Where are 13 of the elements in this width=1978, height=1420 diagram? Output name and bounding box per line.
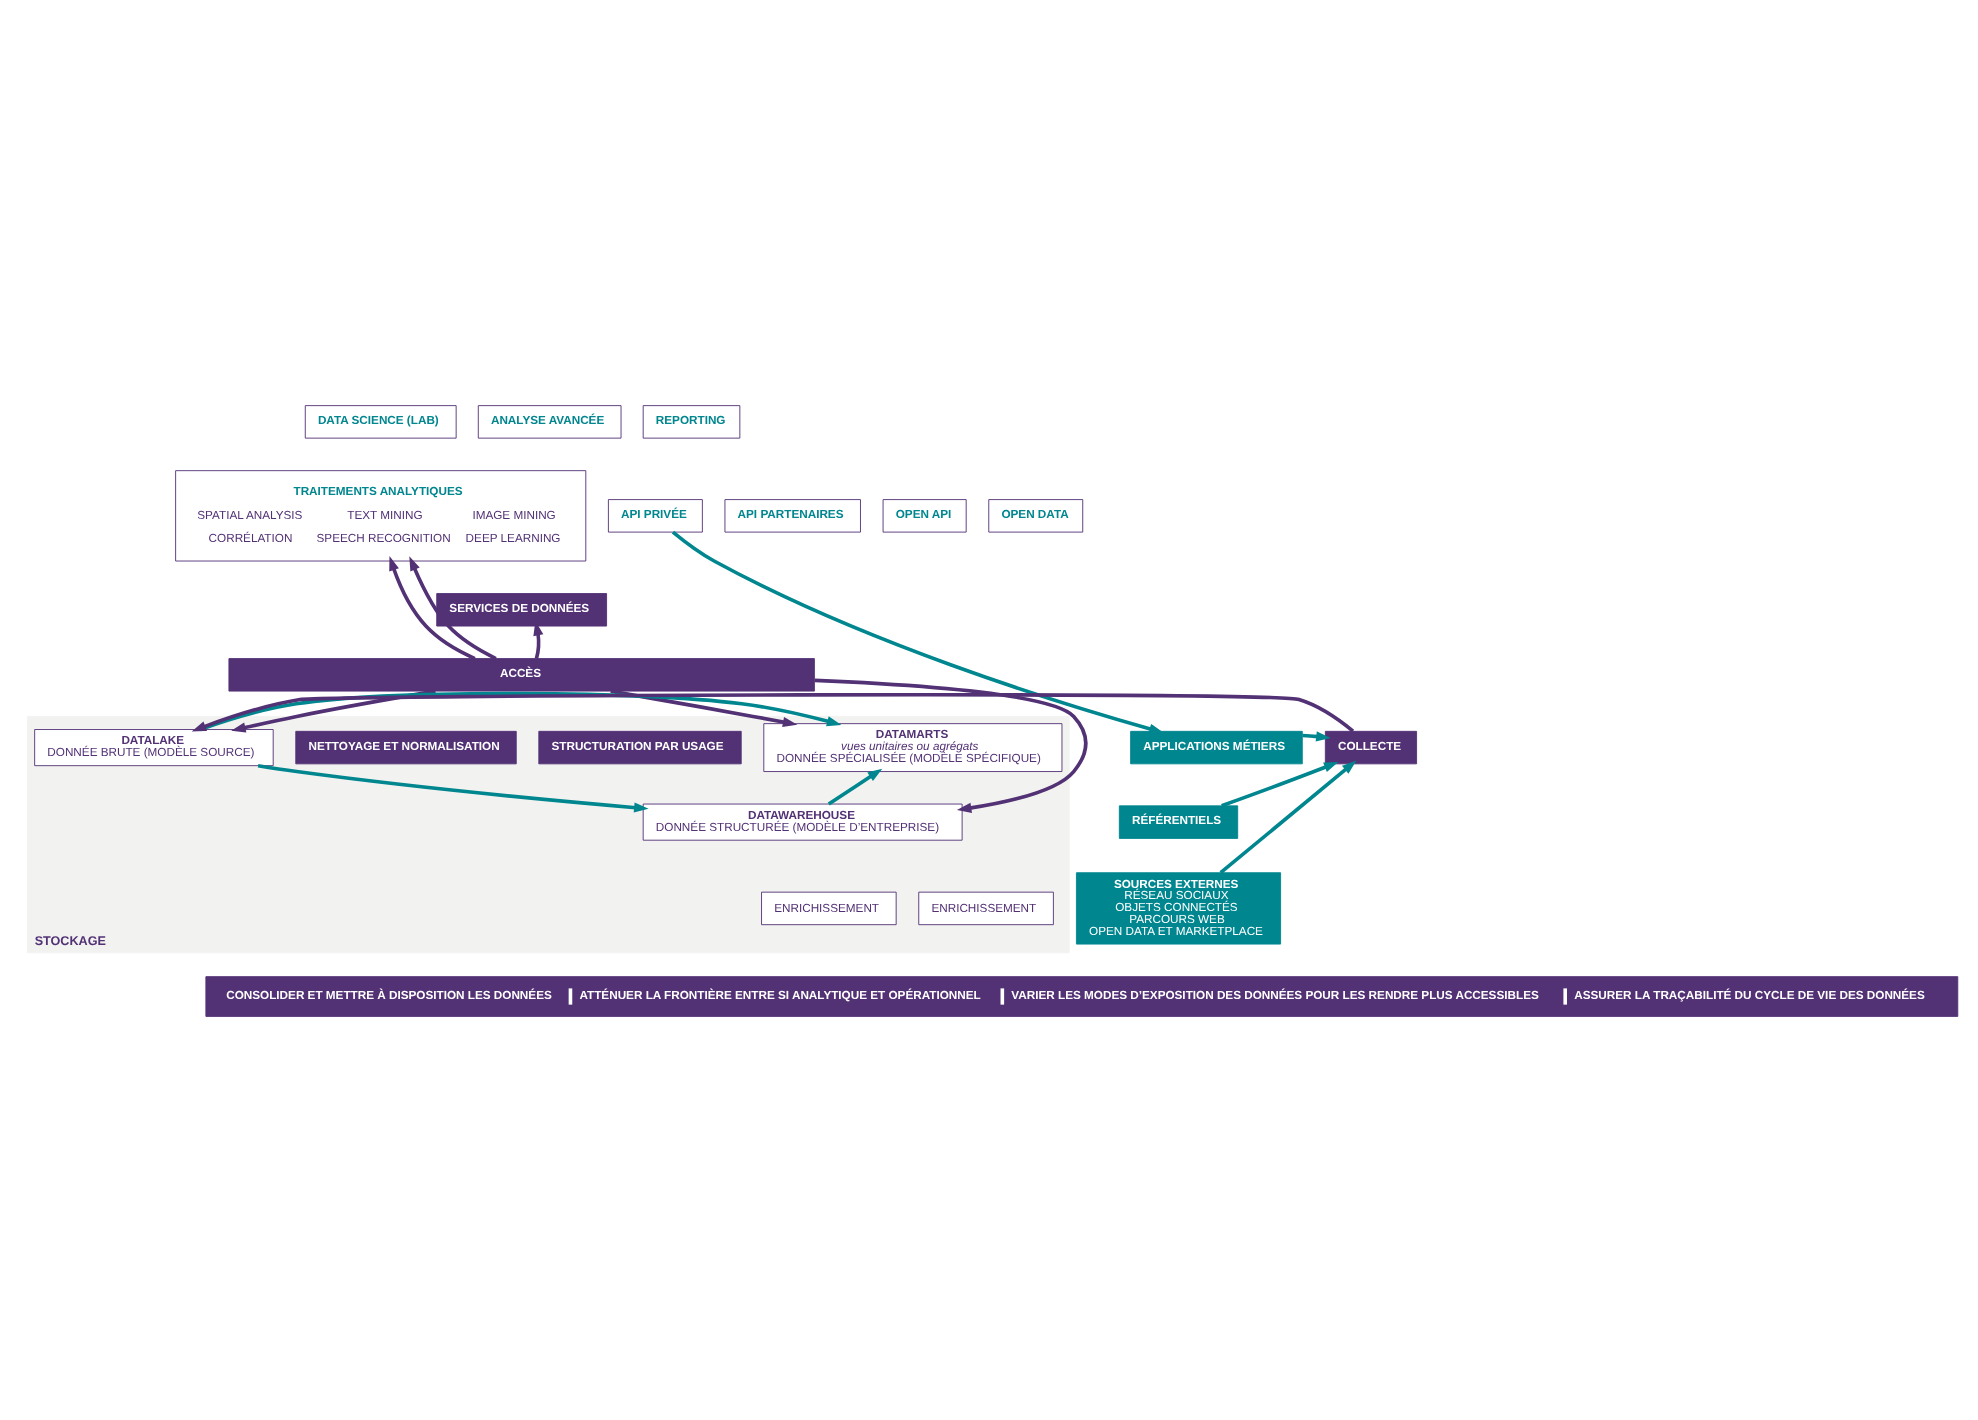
arrow: [191, 692, 1355, 732]
arrow: [389, 555, 476, 660]
arrow: [257, 762, 649, 812]
arrow: [409, 555, 497, 660]
arrow: [814, 677, 1088, 812]
arrow: [533, 620, 544, 658]
arrow: [1221, 760, 1339, 807]
arrow: [827, 767, 883, 805]
arrow: [1302, 730, 1331, 741]
arrow: [610, 688, 798, 726]
arrow: [671, 529, 1164, 733]
arrow: [231, 688, 436, 732]
arrow: [1219, 759, 1357, 874]
